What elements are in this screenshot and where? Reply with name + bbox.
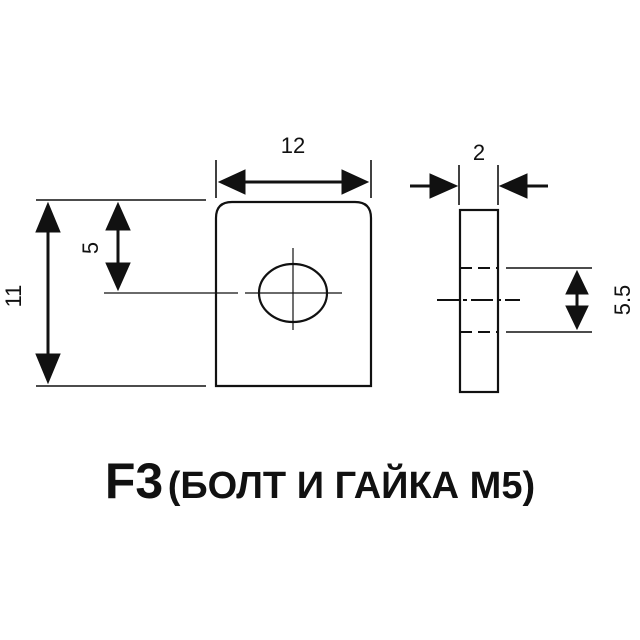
terminal-description: (БОЛТ И ГАЙКА М5) (167, 465, 536, 507)
width-label: 12 (281, 133, 305, 158)
hole-offset-arrow-top (105, 201, 131, 231)
hole-offset-arrow-bottom (105, 262, 131, 292)
side-view (437, 208, 520, 394)
height-label: 11 (1, 285, 26, 308)
thickness-dimension (410, 165, 548, 205)
terminal-outline (214, 200, 373, 388)
height-arrow-bottom (35, 353, 61, 385)
hole-diameter-label: 5.5 (610, 285, 635, 316)
height-arrow-top (35, 201, 61, 233)
width-arrow-left (217, 169, 246, 195)
terminal-caption: F3 (БОЛТ И ГАЙКА М5) (0, 452, 640, 510)
hole-diameter-arrow-top (565, 269, 589, 295)
thickness-arrow-right (498, 173, 528, 199)
thickness-label: 2 (473, 140, 485, 165)
thickness-arrow-left (429, 173, 459, 199)
hole-diameter-arrow-bottom (565, 305, 589, 331)
hole-offset-dimension (104, 201, 238, 294)
terminal-code: F3 (104, 453, 164, 509)
width-arrow-right (341, 169, 370, 195)
width-dimension (215, 160, 372, 198)
hole-offset-label: 5 (78, 242, 103, 254)
height-dimension (35, 199, 206, 387)
front-view (214, 200, 373, 388)
hole-diameter-dimension (506, 267, 592, 333)
